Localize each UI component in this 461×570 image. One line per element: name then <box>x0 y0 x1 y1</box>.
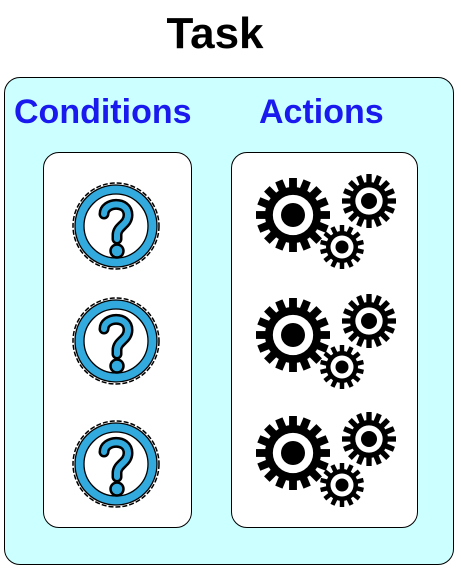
actions-column <box>231 152 418 528</box>
diagram-title: Task <box>166 9 264 58</box>
conditions-column <box>43 152 192 528</box>
question-mark-icon <box>72 297 160 385</box>
conditions-heading: Conditions <box>14 93 192 131</box>
gears-icon <box>256 294 396 389</box>
question-mark-icon <box>72 182 160 270</box>
gears-icon <box>256 412 396 507</box>
gears-icon <box>256 174 396 269</box>
question-mark-icon <box>72 420 160 508</box>
actions-heading: Actions <box>259 93 384 131</box>
